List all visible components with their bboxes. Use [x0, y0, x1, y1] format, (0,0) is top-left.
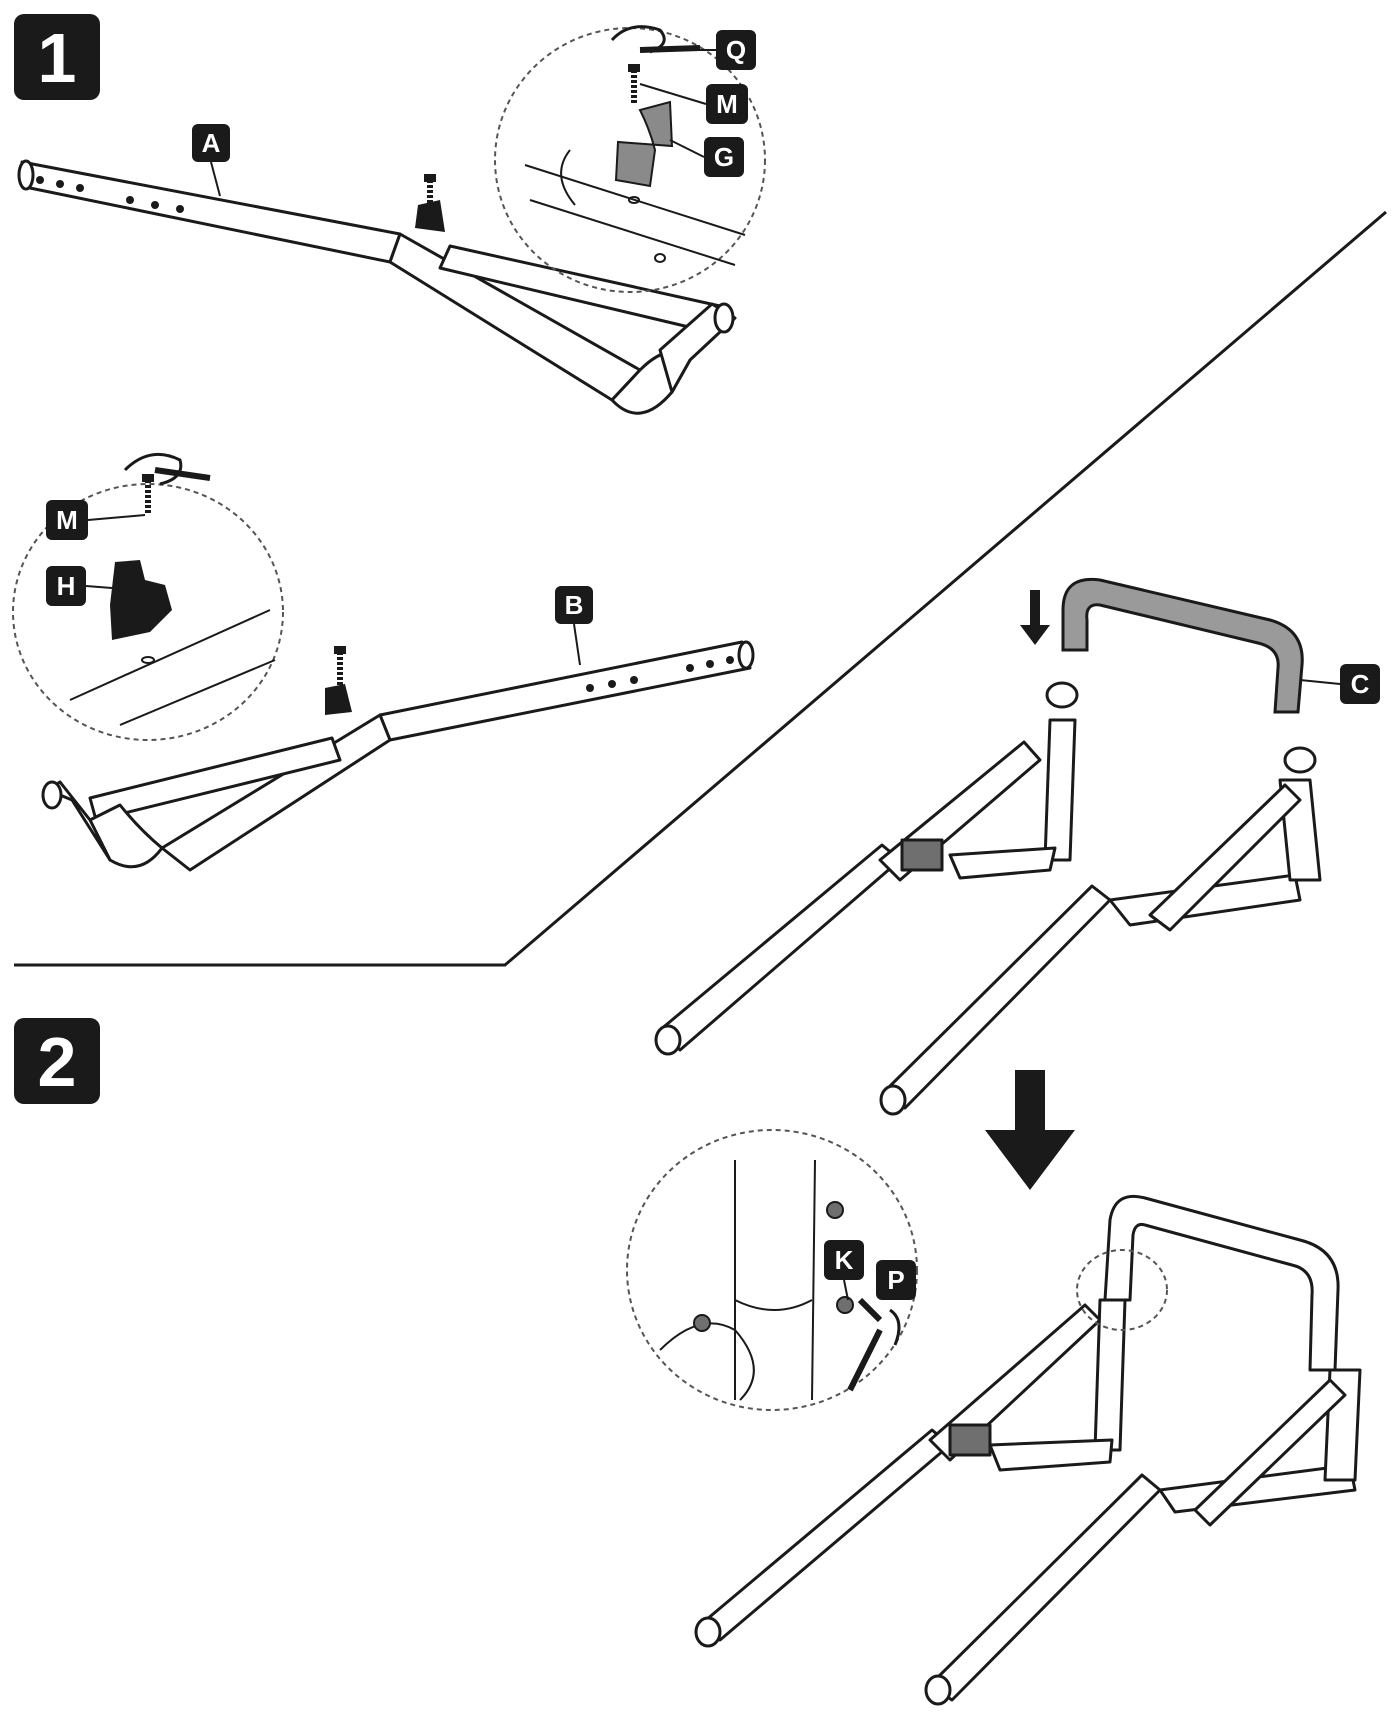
label-b: B	[555, 586, 593, 624]
tube-a-frame	[17, 159, 737, 415]
label-g: G	[704, 137, 744, 177]
step-2-badge: 2	[14, 1018, 100, 1104]
label-h: H	[46, 566, 86, 606]
svg-text:M: M	[716, 89, 738, 119]
leader-lines	[85, 49, 1341, 1301]
step-1-badge: 1	[14, 14, 100, 100]
detail-circle-bracket-h	[12, 452, 284, 741]
svg-text:2: 2	[38, 1023, 77, 1101]
label-q: Q	[716, 30, 756, 70]
svg-text:1: 1	[38, 19, 77, 97]
svg-text:K: K	[835, 1245, 854, 1275]
detail-circle-bolt-k	[626, 1129, 918, 1411]
label-a: A	[192, 124, 230, 162]
detail-circle-bracket-g	[494, 25, 766, 293]
svg-text:G: G	[714, 142, 734, 172]
svg-text:M: M	[56, 505, 78, 535]
label-m-top: M	[706, 84, 748, 124]
svg-text:H: H	[57, 571, 76, 601]
arrow-down-large-icon	[985, 1070, 1075, 1190]
tube-a-holes	[36, 176, 184, 213]
section-divider	[14, 210, 1387, 967]
label-c: C	[1340, 664, 1380, 704]
label-k: K	[824, 1240, 864, 1280]
bracket-g-small	[415, 174, 445, 232]
label-p: P	[876, 1260, 916, 1300]
frame-assembled	[694, 1194, 1362, 1706]
arrow-down-small-icon	[1020, 590, 1050, 645]
handle-c	[1061, 577, 1304, 714]
tube-b-frame	[41, 640, 755, 872]
label-m-left: M	[46, 500, 88, 540]
detail-marker-circle	[1076, 1249, 1168, 1331]
svg-text:P: P	[887, 1265, 904, 1295]
svg-text:A: A	[202, 128, 221, 158]
tube-b-holes	[586, 656, 734, 692]
svg-text:Q: Q	[726, 35, 746, 65]
svg-text:C: C	[1351, 669, 1370, 699]
svg-text:B: B	[565, 590, 584, 620]
bracket-h-small	[325, 646, 352, 715]
frame-before-attach	[654, 681, 1322, 1116]
